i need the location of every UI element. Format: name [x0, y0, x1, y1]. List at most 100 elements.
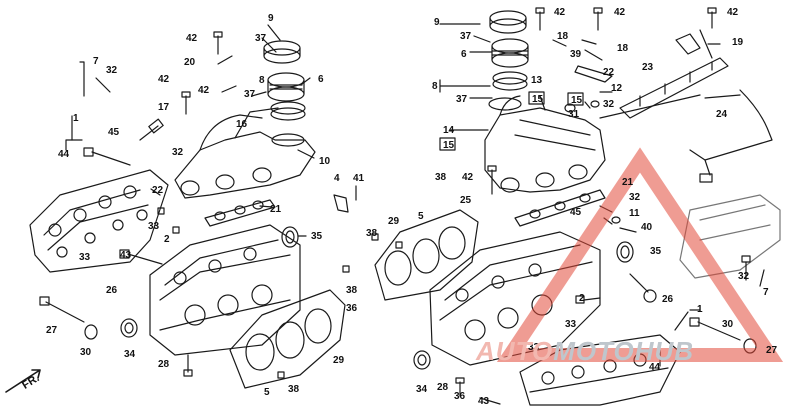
part-callout-42: 42: [462, 172, 474, 183]
left-intake-manifold: [174, 107, 316, 199]
part-callout-21: 21: [270, 204, 282, 215]
watermark-part-a: AUTO: [476, 336, 554, 366]
part-callout-6: 6: [461, 49, 467, 60]
part-callout-38: 38: [346, 285, 358, 296]
part-callout-5: 5: [264, 387, 270, 398]
part-callout-34: 34: [124, 349, 136, 360]
right-head-gasket: [374, 209, 479, 301]
part-callout-7: 7: [93, 56, 99, 67]
part-callout-33: 33: [148, 221, 160, 232]
watermark-part-b: MOTOHUB: [553, 336, 695, 366]
part-callout-24: 24: [716, 109, 728, 120]
part-callout-42: 42: [186, 33, 198, 44]
part-callout-38: 38: [288, 384, 300, 395]
part-callout-38: 38: [435, 172, 447, 183]
part-callout-23: 23: [642, 62, 654, 73]
part-callout-29: 29: [333, 355, 345, 366]
part-callout-30: 30: [80, 347, 92, 358]
part-callout-31: 31: [568, 109, 580, 120]
watermark-triangle: [496, 147, 784, 362]
part-callout-38: 38: [366, 228, 378, 239]
part-callout-42: 42: [614, 7, 626, 18]
part-callout-36: 36: [346, 303, 358, 314]
part-callout-25: 25: [460, 195, 472, 206]
part-callout-30: 30: [722, 319, 734, 330]
part-callout-33: 33: [79, 252, 91, 263]
part-callout-27: 27: [766, 345, 778, 356]
part-callout-42: 42: [158, 74, 170, 85]
part-callout-26: 26: [662, 294, 674, 305]
part-callout-37: 37: [460, 31, 472, 42]
part-callout-43: 43: [120, 250, 132, 261]
part-callout-42: 42: [554, 7, 566, 18]
part-callout-16: 16: [236, 119, 248, 130]
right-intake-manifold: [484, 95, 606, 193]
part-callout-9: 9: [434, 17, 440, 28]
part-callout-12: 12: [611, 83, 623, 94]
part-callout-33: 33: [565, 319, 577, 330]
part-callout-8: 8: [432, 81, 438, 92]
part-callout-18: 18: [617, 43, 629, 54]
part-callout-1: 1: [697, 304, 703, 315]
part-callout-32: 32: [738, 271, 750, 282]
right-intake-rings: [488, 10, 529, 111]
watermark-text: AUTOMOTOHUB: [476, 336, 694, 367]
part-callout-36: 36: [454, 391, 466, 402]
part-callout-43: 43: [478, 396, 490, 407]
left-head-gasket: [229, 289, 346, 389]
part-callout-2: 2: [579, 293, 585, 304]
part-callout-22: 22: [152, 185, 164, 196]
part-callout-33: 33: [528, 342, 540, 353]
part-callout-6: 6: [318, 74, 324, 85]
part-callout-9: 9: [268, 13, 274, 24]
part-callout-32: 32: [106, 65, 118, 76]
part-callout-45: 45: [108, 127, 120, 138]
part-callout-41: 41: [353, 173, 365, 184]
part-callout-8: 8: [259, 75, 265, 86]
fuel-rail: [619, 29, 729, 119]
part-callout-28: 28: [158, 359, 170, 370]
part-callout-15: 15: [443, 140, 455, 151]
part-callout-29: 29: [388, 216, 400, 227]
part-callout-37: 37: [244, 89, 256, 100]
left-cylinder-head: [149, 224, 301, 356]
part-callout-1: 1: [73, 113, 79, 124]
part-callout-2: 2: [164, 234, 170, 245]
part-callout-10: 10: [319, 156, 331, 167]
part-callout-28: 28: [437, 382, 449, 393]
part-callout-20: 20: [184, 57, 196, 68]
part-callout-17: 17: [158, 102, 170, 113]
part-callout-18: 18: [557, 31, 569, 42]
part-callout-45: 45: [570, 207, 582, 218]
part-callout-44: 44: [58, 149, 70, 160]
part-callout-32: 32: [629, 192, 641, 203]
part-callout-5: 5: [418, 211, 424, 222]
part-callout-15: 15: [532, 94, 544, 105]
part-callout-4: 4: [334, 173, 340, 184]
part-callout-26: 26: [106, 285, 118, 296]
part-callout-35: 35: [650, 246, 662, 257]
part-callout-34: 34: [416, 384, 428, 395]
part-callout-21: 21: [622, 177, 634, 188]
right-valve-cover: [679, 194, 781, 279]
part-callout-11: 11: [629, 208, 640, 219]
part-callout-42: 42: [727, 7, 739, 18]
part-callout-39: 39: [570, 49, 582, 60]
part-callout-7: 7: [763, 287, 769, 298]
part-callout-22: 22: [603, 67, 615, 78]
part-callout-19: 19: [732, 37, 744, 48]
part-callout-37: 37: [255, 33, 267, 44]
part-callout-42: 42: [198, 85, 210, 96]
part-callout-27: 27: [46, 325, 58, 336]
part-callout-14: 14: [443, 125, 455, 136]
left-intake-rings: [263, 40, 306, 147]
part-callout-35: 35: [311, 231, 323, 242]
part-callout-44: 44: [649, 362, 661, 373]
part-callout-32: 32: [603, 99, 615, 110]
part-callout-37: 37: [456, 94, 468, 105]
part-callout-32: 32: [172, 147, 184, 158]
right-cylinder-head: [429, 231, 601, 366]
part-callout-40: 40: [641, 222, 653, 233]
